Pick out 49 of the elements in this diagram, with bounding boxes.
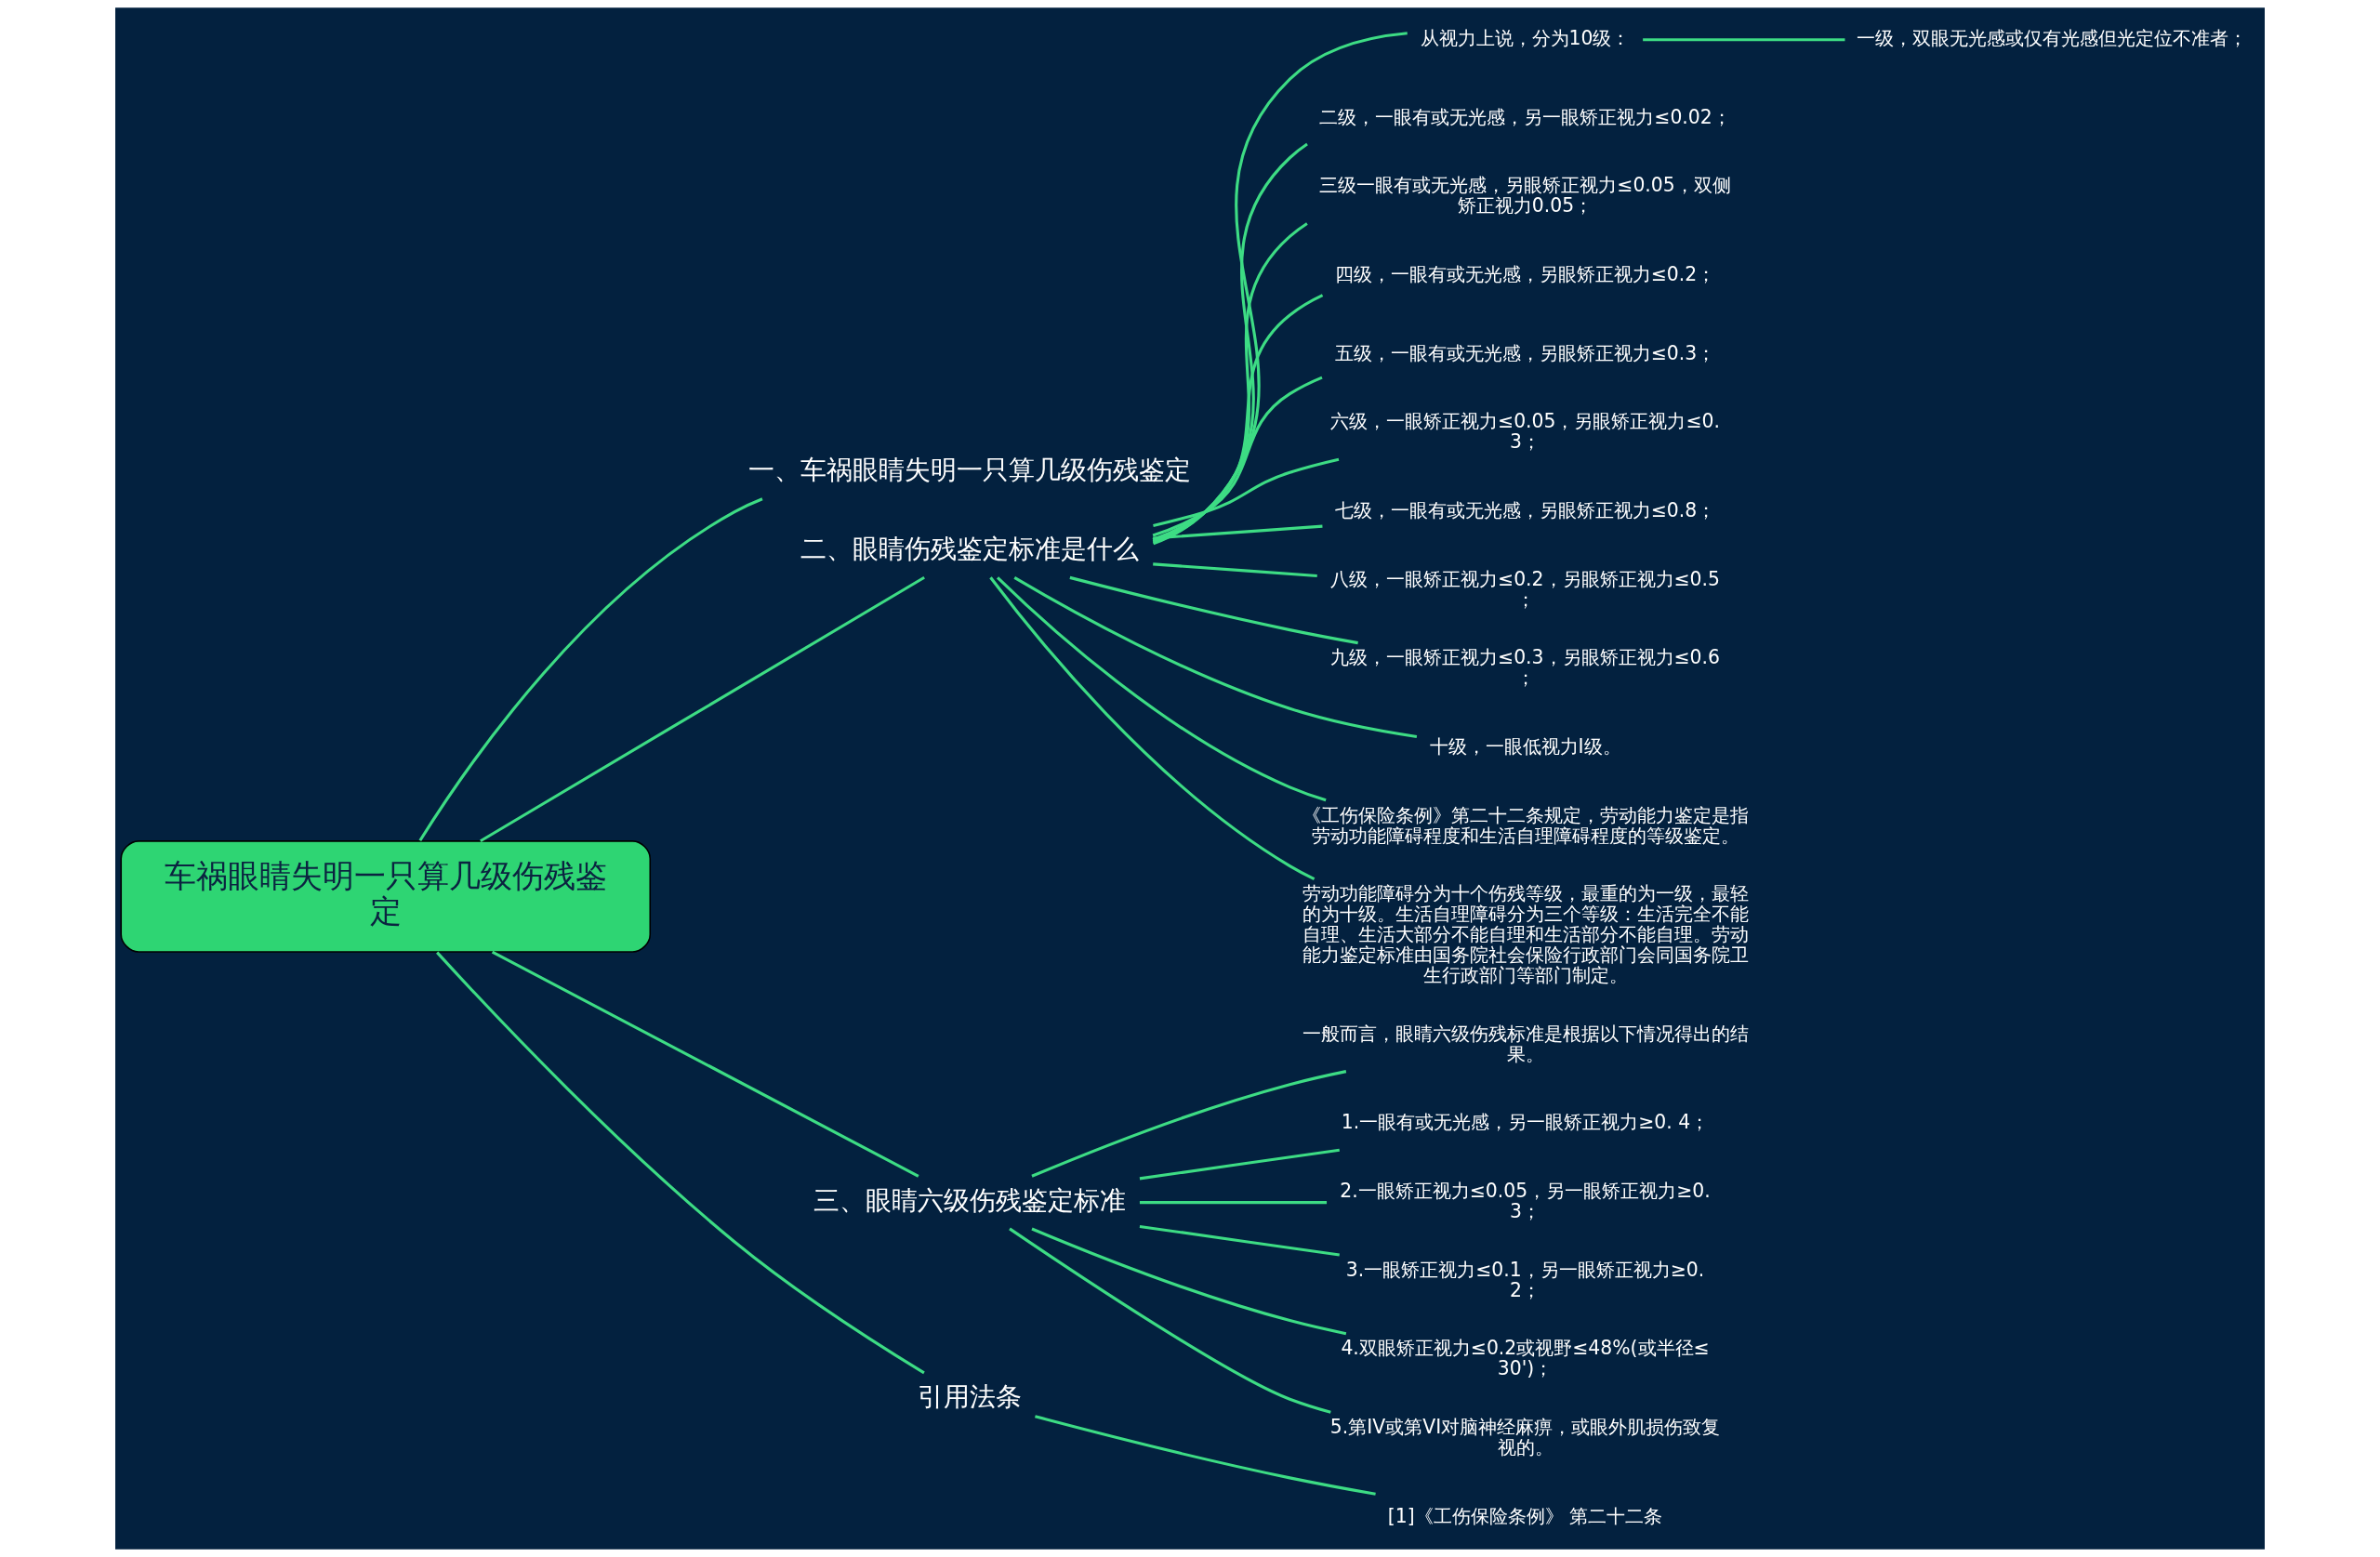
connector xyxy=(1153,524,1323,540)
connector xyxy=(480,575,925,843)
node-text: 三级一眼有或无光感，另眼矫正视力≤0.05，双侧矫正视力0.05； xyxy=(1319,174,1731,218)
connector xyxy=(1153,457,1340,527)
node-text: 二级，一眼有或无光感，另一眼矫正视力≤0.02； xyxy=(1319,105,1731,128)
node-text: 二、眼睛伤残鉴定标准是什么 xyxy=(800,533,1140,564)
connector xyxy=(996,576,1327,802)
connector xyxy=(1153,562,1317,578)
connector xyxy=(1031,1070,1347,1178)
node-text: 2.一眼矫正视力≤0.05，另一眼矫正视力≥0. 3； xyxy=(1340,1179,1711,1222)
connector xyxy=(491,950,919,1178)
node-text: 九级，一眼矫正视力≤0.3，另眼矫正视力≤0.6； xyxy=(1330,646,1720,690)
connector xyxy=(1643,38,1845,42)
connector xyxy=(1031,1227,1347,1336)
connector xyxy=(1035,1415,1376,1496)
connector xyxy=(1009,1227,1331,1414)
node-text: 《工伤保险条例》第二十二条规定，劳动能力鉴定是指劳动功能障碍程度和生活自理障碍程度的等级鉴定。 xyxy=(1302,803,1749,847)
connector xyxy=(1153,142,1308,545)
node-text: 三、眼睛六级伤残鉴定标准 xyxy=(813,1184,1127,1216)
node-text: 1.一眼有或无光感，另一眼矫正视力≥0. 4； xyxy=(1341,1111,1710,1134)
node-text: 五级，一眼有或无光感，另眼矫正视力≤0.3； xyxy=(1334,341,1716,364)
node-text: 一、车祸眼睛失明一只算几级伤残鉴定 xyxy=(748,455,1192,486)
connector xyxy=(1153,32,1408,546)
node-text: 引用法条 xyxy=(918,1381,1023,1413)
node-text: 七级，一眼有或无光感，另眼矫正视力≤0.8； xyxy=(1334,498,1716,521)
node-text: 一级，双眼无光感或仅有光感但光定位不准者； xyxy=(1857,27,2248,50)
connector xyxy=(436,951,925,1375)
node-text: 十级，一眼低视力I级。 xyxy=(1429,734,1621,758)
connector xyxy=(1069,575,1358,645)
node-box: 车祸眼睛失明一只算几级伤残鉴定 xyxy=(120,840,652,953)
connector xyxy=(1152,376,1323,537)
connector xyxy=(1139,1201,1328,1205)
node-text: 3.一眼矫正视力≤0.1，另一眼矫正视力≥0. 2； xyxy=(1345,1258,1705,1301)
node-text: 四级，一眼有或无光感，另眼矫正视力≤0.2； xyxy=(1334,263,1716,286)
node-text: 5.第IV或第VI对脑神经麻痹，或眼外肌损伤致复视的。 xyxy=(1329,1415,1721,1458)
connector xyxy=(989,576,1316,881)
connector xyxy=(1139,1148,1340,1181)
node-text: 八级，一眼矫正视力≤0.2，另眼矫正视力≤0.5； xyxy=(1330,567,1720,611)
node-text: 六级，一眼矫正视力≤0.05，另眼矫正视力≤0.3； xyxy=(1330,410,1720,454)
connector xyxy=(1139,1224,1340,1257)
connector xyxy=(1152,222,1308,544)
node-text: 一般而言，眼睛六级伤残标准是根据以下情况得出的结果。 xyxy=(1302,1022,1749,1065)
connector xyxy=(1013,576,1418,738)
node-text: 劳动功能障碍分为十个伤残等级，最重的为一级，最轻的为十级。生活自理障碍分为三个等级：生活完全不能自理、生活大部分不能自理和生活部分不能自理。劳动能力鉴定标准由国务院社会保险行政部门会同国务院卫生行政部门等部门制定。 xyxy=(1302,882,1749,986)
connector xyxy=(418,497,763,842)
node-text: 4.双眼矫正视力≤0.2或视野≤48%(或半径≤30')； xyxy=(1341,1337,1710,1380)
node-text: 从视力上说，分为10级： xyxy=(1420,27,1631,50)
node-text: [1]《工伤保险条例》 第二十二条 xyxy=(1387,1504,1663,1527)
connector xyxy=(1152,294,1324,542)
